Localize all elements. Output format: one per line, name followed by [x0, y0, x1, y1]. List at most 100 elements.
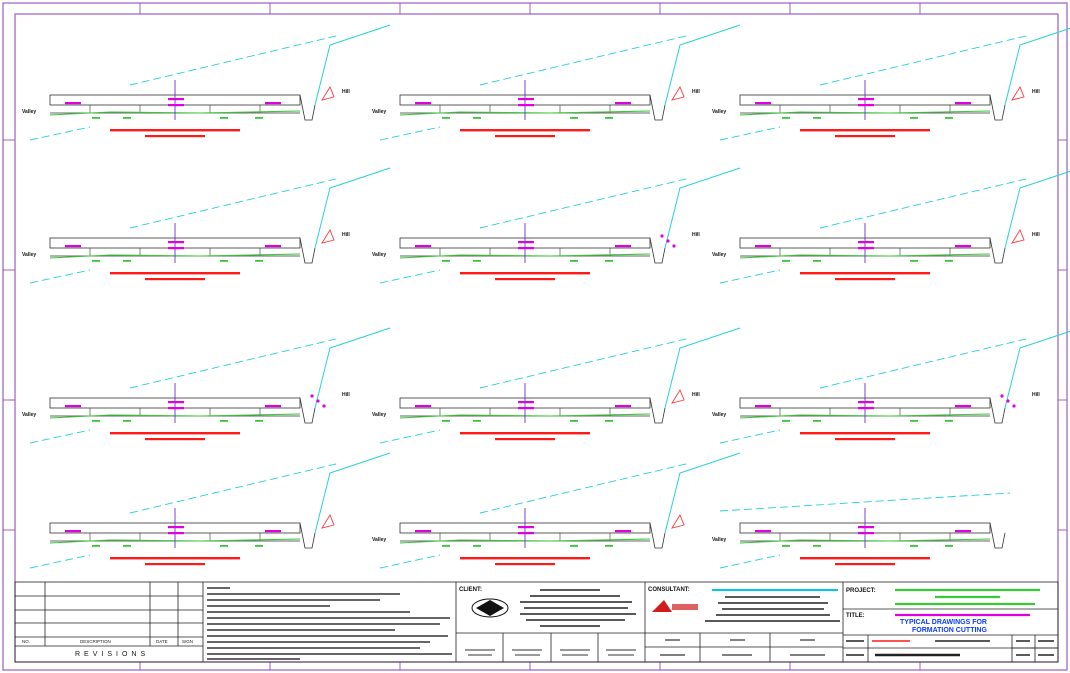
anchor-mark	[672, 244, 676, 248]
dimension-mark	[813, 117, 821, 119]
cut-slope	[314, 24, 391, 106]
natural-ground-line	[819, 34, 1031, 86]
rev-col-description: DESCRIPTION	[80, 639, 111, 644]
section-caption-sub	[145, 135, 205, 138]
rev-col-no: NO.	[22, 639, 30, 644]
ground-line	[49, 413, 301, 419]
valley-slope-line	[719, 126, 781, 141]
dimension-mark	[910, 545, 918, 547]
natural-ground-line	[129, 177, 341, 229]
valley-label: Valley	[22, 412, 36, 418]
ground-line	[739, 110, 991, 116]
annotation-mark	[415, 530, 431, 533]
dimension-mark	[782, 420, 790, 422]
dimension-mark	[782, 117, 790, 119]
slope-arrow	[671, 514, 685, 529]
dimension-mark	[92, 260, 100, 262]
section-caption	[800, 432, 930, 435]
anchor-mark	[322, 404, 326, 408]
cut-slope	[1004, 170, 1070, 249]
valley-slope-line	[29, 554, 91, 569]
ground-line	[399, 413, 651, 419]
dimension-mark	[442, 420, 450, 422]
natural-ground-line	[819, 337, 1031, 389]
dimension-mark	[910, 117, 918, 119]
dimension-mark	[92, 117, 100, 119]
annotation-mark	[168, 526, 184, 529]
cross-sections: ValleyHillValleyHillValleyHillValleyHill…	[22, 24, 1070, 569]
section-caption	[460, 432, 590, 435]
annotation-mark	[65, 245, 81, 248]
annotation-mark	[265, 245, 281, 248]
valley-slope-line	[719, 554, 781, 569]
dimension-mark	[123, 260, 131, 262]
annotation-mark	[955, 405, 971, 408]
annotation-mark	[518, 407, 534, 410]
valley-slope-line	[29, 269, 91, 284]
revisions-header: NO. DESCRIPTION DATE SIGN REVISIONS	[22, 639, 193, 658]
natural-ground-line	[479, 34, 691, 86]
annotation-mark	[615, 245, 631, 248]
annotation-mark	[65, 530, 81, 533]
cut-slope	[314, 167, 391, 249]
drawing-title-line-1: TYPICAL DRAWINGS FOR	[900, 619, 987, 626]
side-drain	[989, 94, 1006, 121]
dimension-mark	[92, 420, 100, 422]
natural-ground-line	[479, 177, 691, 229]
hill-label: Hill	[692, 232, 700, 238]
cut-slope	[664, 452, 741, 534]
annotation-mark	[168, 98, 184, 101]
dimension-mark	[813, 420, 821, 422]
annotation-mark	[168, 532, 184, 535]
slope-arrow	[321, 229, 335, 244]
section-caption-sub	[835, 563, 895, 566]
natural-ground-line	[129, 34, 341, 86]
side-drain	[299, 94, 316, 121]
natural-ground-line	[479, 337, 691, 389]
anchor-mark	[1012, 404, 1016, 408]
consultant-sign-boxes	[660, 639, 825, 656]
hill-label: Hill	[1032, 392, 1040, 398]
anchor-mark	[1000, 394, 1004, 398]
client-address-lines	[520, 589, 636, 627]
dimension-mark	[220, 545, 228, 547]
dimension-mark	[220, 420, 228, 422]
dimension-mark	[945, 117, 953, 119]
hill-label: Hill	[1032, 89, 1040, 95]
ground-line	[739, 413, 991, 419]
slope-arrow	[1011, 229, 1025, 244]
section-caption-sub	[145, 563, 205, 566]
section-caption	[800, 272, 930, 275]
annotation-mark	[168, 247, 184, 250]
anchor-mark	[310, 394, 314, 398]
annotation-mark	[65, 405, 81, 408]
ground-line	[399, 253, 651, 259]
valley-slope-line	[379, 126, 441, 141]
section-caption	[460, 272, 590, 275]
cut-slope	[1004, 27, 1070, 106]
section-caption-sub	[495, 563, 555, 566]
cut-slope	[314, 327, 391, 409]
dimension-mark	[123, 420, 131, 422]
section-caption-sub	[835, 278, 895, 281]
hill-label: Hill	[1032, 232, 1040, 238]
section-caption	[800, 129, 930, 132]
slope-arrow	[671, 86, 685, 101]
revisions-label: REVISIONS	[75, 651, 149, 658]
annotation-mark	[858, 401, 874, 404]
annotation-mark	[518, 247, 534, 250]
consultant-label: CONSULTANT:	[648, 587, 690, 593]
slope-arrow	[321, 86, 335, 101]
anchor-mark	[316, 399, 320, 403]
dimension-mark	[945, 260, 953, 262]
ground-line	[399, 538, 651, 544]
dimension-mark	[220, 117, 228, 119]
side-drain	[299, 237, 316, 264]
ground-line	[399, 110, 651, 116]
valley-slope-line	[379, 269, 441, 284]
ground-line	[739, 253, 991, 259]
side-drain	[649, 94, 666, 121]
dimension-mark	[570, 545, 578, 547]
